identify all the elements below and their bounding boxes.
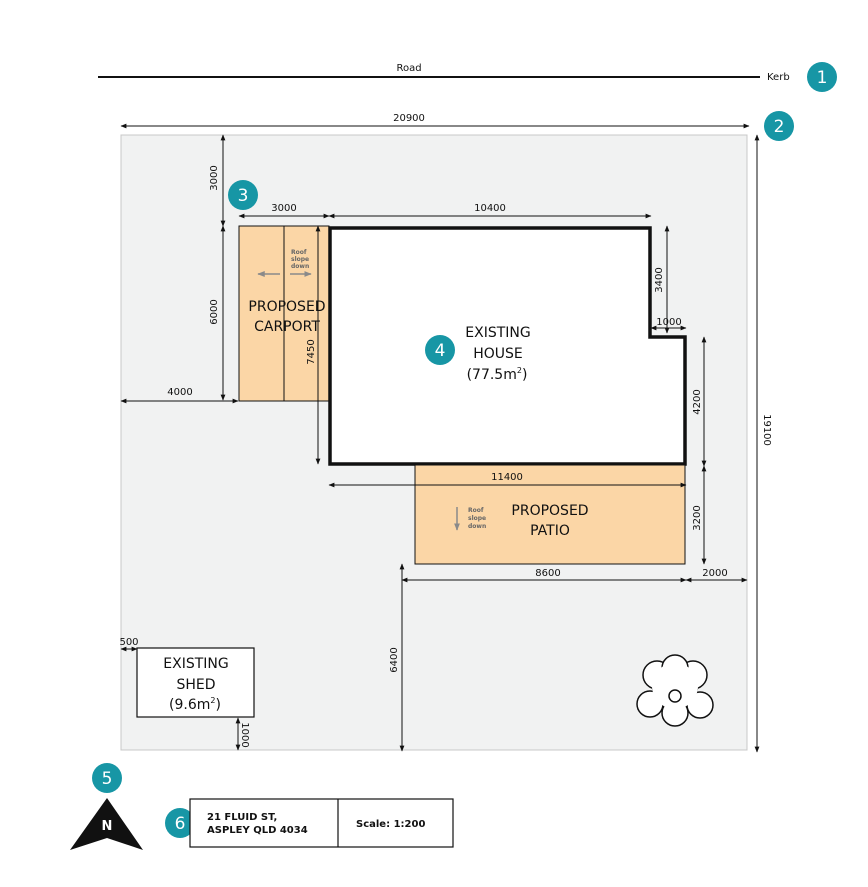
proposed-carport: Roof slope down xyxy=(238,225,330,402)
dim-shed-side-setback-label: 500 xyxy=(119,637,138,648)
dim-house-rear-width-label: 8600 xyxy=(535,568,560,579)
dim-house-right-depth-label: 4200 xyxy=(692,389,703,414)
shed-label-line2: SHED xyxy=(176,677,215,693)
shed-label-line1: EXISTING xyxy=(163,656,228,672)
address-line2: ASPLEY QLD 4034 xyxy=(207,825,308,836)
patio-label-line2: PATIO xyxy=(530,523,570,539)
dim-patio-width-label: 11400 xyxy=(491,472,523,483)
existing-shed xyxy=(136,647,255,718)
svg-text:2: 2 xyxy=(774,117,785,137)
svg-text:3: 3 xyxy=(238,186,249,206)
scale-label: Scale: 1:200 xyxy=(356,819,425,830)
title-block: 21 FLUID ST, ASPLEY QLD 4034 Scale: 1:20… xyxy=(189,798,454,848)
dim-rear-right-setback-label: 2000 xyxy=(702,568,727,579)
north-label: N xyxy=(102,819,113,834)
marker-3: 3 xyxy=(228,180,258,210)
address-line1: 21 FLUID ST, xyxy=(207,812,277,823)
dim-side-setback-left-label: 4000 xyxy=(167,387,192,398)
dim-front-setback-label: 3000 xyxy=(209,165,220,190)
kerb-label: Kerb xyxy=(767,72,790,83)
carport-label-line2: CARPORT xyxy=(254,319,320,335)
marker-2: 2 xyxy=(764,111,794,141)
dim-patio-depth-label: 3200 xyxy=(692,505,703,530)
patio-slope-text-1: Roof xyxy=(468,507,484,514)
patio-slope-text-3: down xyxy=(468,523,486,530)
svg-text:5: 5 xyxy=(102,769,113,789)
dim-house-notch-width-label: 1000 xyxy=(656,317,681,328)
house-area: (77.5m2) xyxy=(467,366,528,383)
patio-slope-text-2: slope xyxy=(468,515,486,522)
dim-shed-rear-setback-label: 1000 xyxy=(239,722,250,747)
dim-carport-width-label: 3000 xyxy=(271,203,296,214)
svg-text:4: 4 xyxy=(435,341,446,361)
carport-slope-text-3: down xyxy=(291,263,309,270)
dim-house-width-label: 10400 xyxy=(474,203,506,214)
svg-text:6: 6 xyxy=(175,814,186,834)
carport-slope-text-1: Roof xyxy=(291,249,307,256)
shed-area: (9.6m2) xyxy=(169,696,221,713)
dim-house-notch-depth-label: 3400 xyxy=(654,267,665,292)
dim-site-width-label: 20900 xyxy=(393,113,425,124)
carport-slope-text-2: slope xyxy=(291,256,309,263)
svg-text:1: 1 xyxy=(817,68,828,88)
dim-rear-setback-label: 6400 xyxy=(389,647,400,672)
proposed-patio: Roof slope down PROPOSED PATIO xyxy=(414,464,686,565)
existing-house-outline xyxy=(328,226,687,466)
road-label: Road xyxy=(396,63,421,74)
marker-4: 4 xyxy=(425,335,455,365)
dim-house-depth-left-label: 7450 xyxy=(306,339,317,364)
house-label-line1: EXISTING xyxy=(465,325,530,341)
patio-label-line1: PROPOSED xyxy=(511,503,588,519)
north-arrow-icon: N xyxy=(70,798,143,850)
dim-site-depth-label: 19100 xyxy=(761,414,772,446)
house-label-line2: HOUSE xyxy=(473,346,523,362)
carport-label-line1: PROPOSED xyxy=(248,299,325,315)
tree-icon xyxy=(636,654,714,727)
marker-1: 1 xyxy=(807,62,837,92)
dim-carport-depth-label: 6000 xyxy=(209,299,220,324)
marker-5: 5 xyxy=(92,763,122,793)
marker-6: 6 xyxy=(165,808,195,838)
